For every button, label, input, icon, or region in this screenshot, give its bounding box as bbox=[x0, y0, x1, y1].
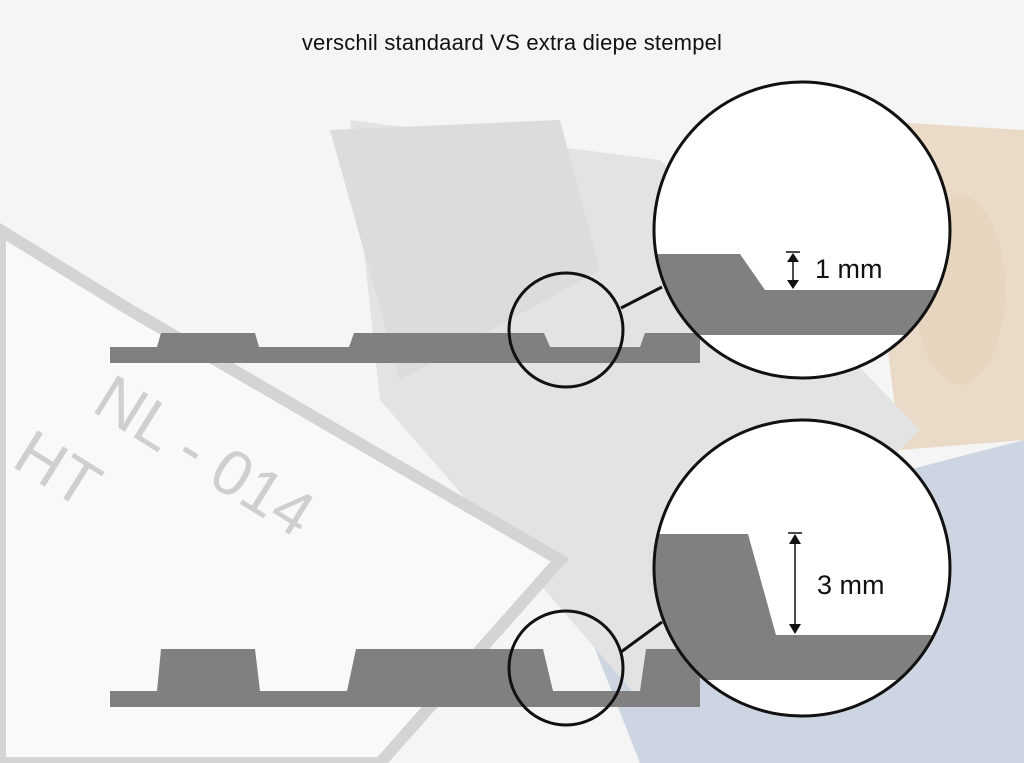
standard-profile bbox=[110, 333, 700, 363]
standard-depth-label: 1 mm bbox=[815, 254, 883, 284]
detail-circle-large bbox=[652, 80, 952, 380]
depth-arrow-icon bbox=[786, 251, 800, 289]
detail-circle-small bbox=[507, 609, 625, 727]
diagram-title: verschil standaard VS extra diepe stempe… bbox=[301, 30, 723, 55]
detail-circle-large bbox=[652, 418, 952, 718]
extra-deep-profile bbox=[110, 649, 700, 707]
extra-deep-magnifier: 3 mm bbox=[507, 418, 952, 727]
extra-deep-depth-label: 3 mm bbox=[817, 570, 885, 600]
depth-arrow-icon bbox=[788, 532, 802, 634]
detail-circle-small bbox=[507, 271, 625, 389]
standard-magnifier: 1 mm bbox=[507, 80, 952, 389]
